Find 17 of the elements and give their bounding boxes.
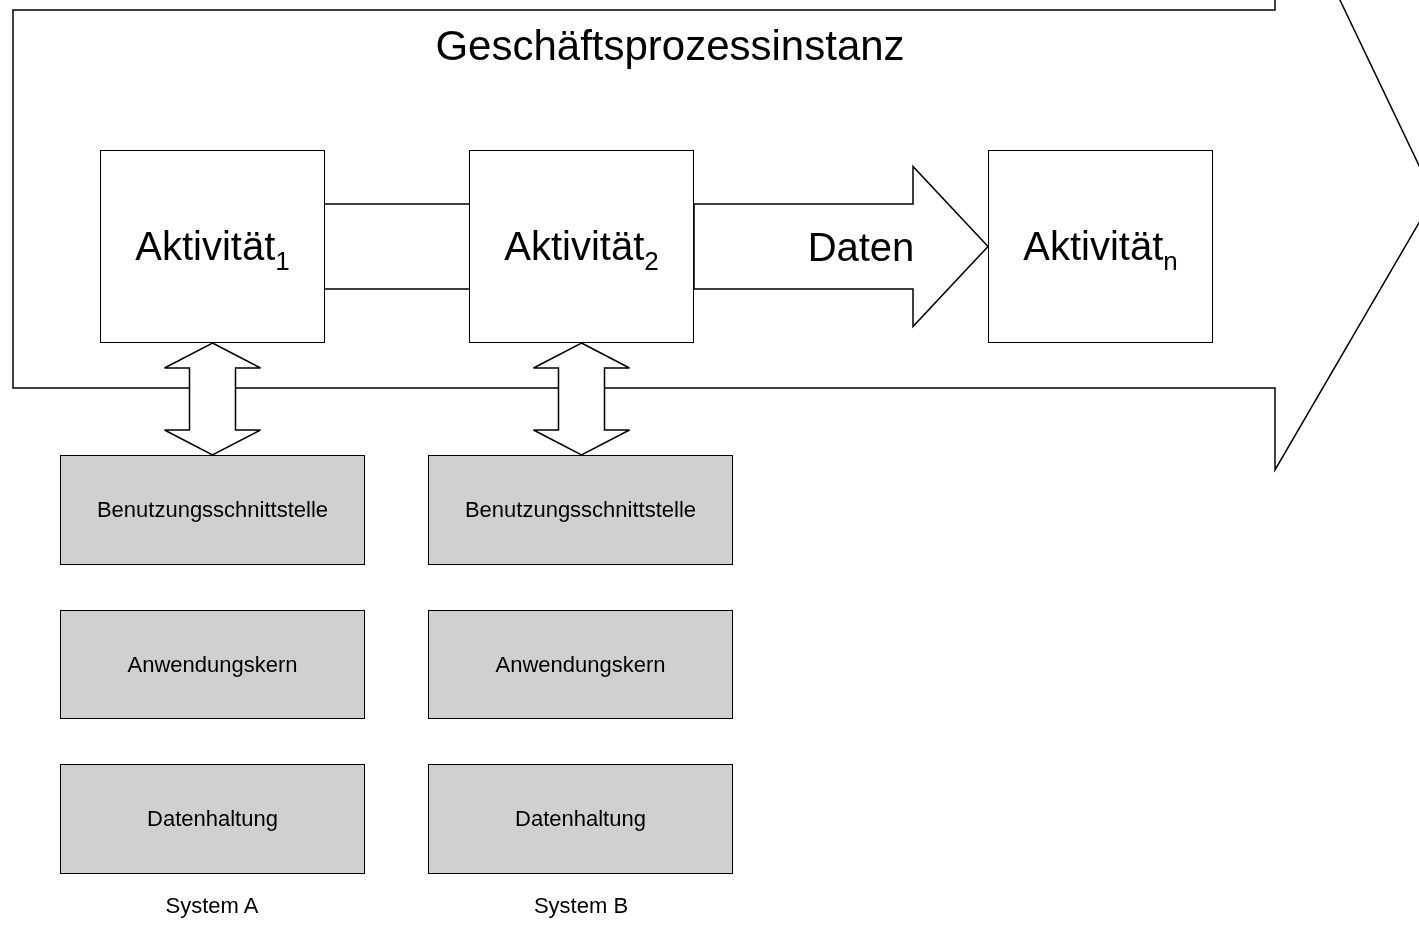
system-layer-box: Anwendungskern <box>428 610 733 719</box>
system-layer-box: Datenhaltung <box>428 764 733 874</box>
system-layer-box: Anwendungskern <box>60 610 365 719</box>
activity-box: Aktivität$_{2}$ <box>469 150 694 343</box>
system-label: System A <box>165 893 259 919</box>
activity-box: Aktivität$_{1}$ <box>100 150 325 343</box>
system-layer-box: Benutzungsschnittstelle <box>60 455 365 565</box>
system-layer-box: Benutzungsschnittstelle <box>428 455 733 565</box>
block-arrow <box>693 164 990 329</box>
block-arrow <box>532 342 631 456</box>
process-title: Geschäftsprozessinstanz <box>434 22 906 70</box>
connector-band <box>324 203 470 290</box>
activity-box: Aktivität$_{n}$ <box>988 150 1213 343</box>
system-layer-box: Datenhaltung <box>60 764 365 874</box>
block-arrow <box>163 342 262 456</box>
system-label: System B <box>533 893 629 919</box>
edge-label: Daten <box>807 224 915 269</box>
